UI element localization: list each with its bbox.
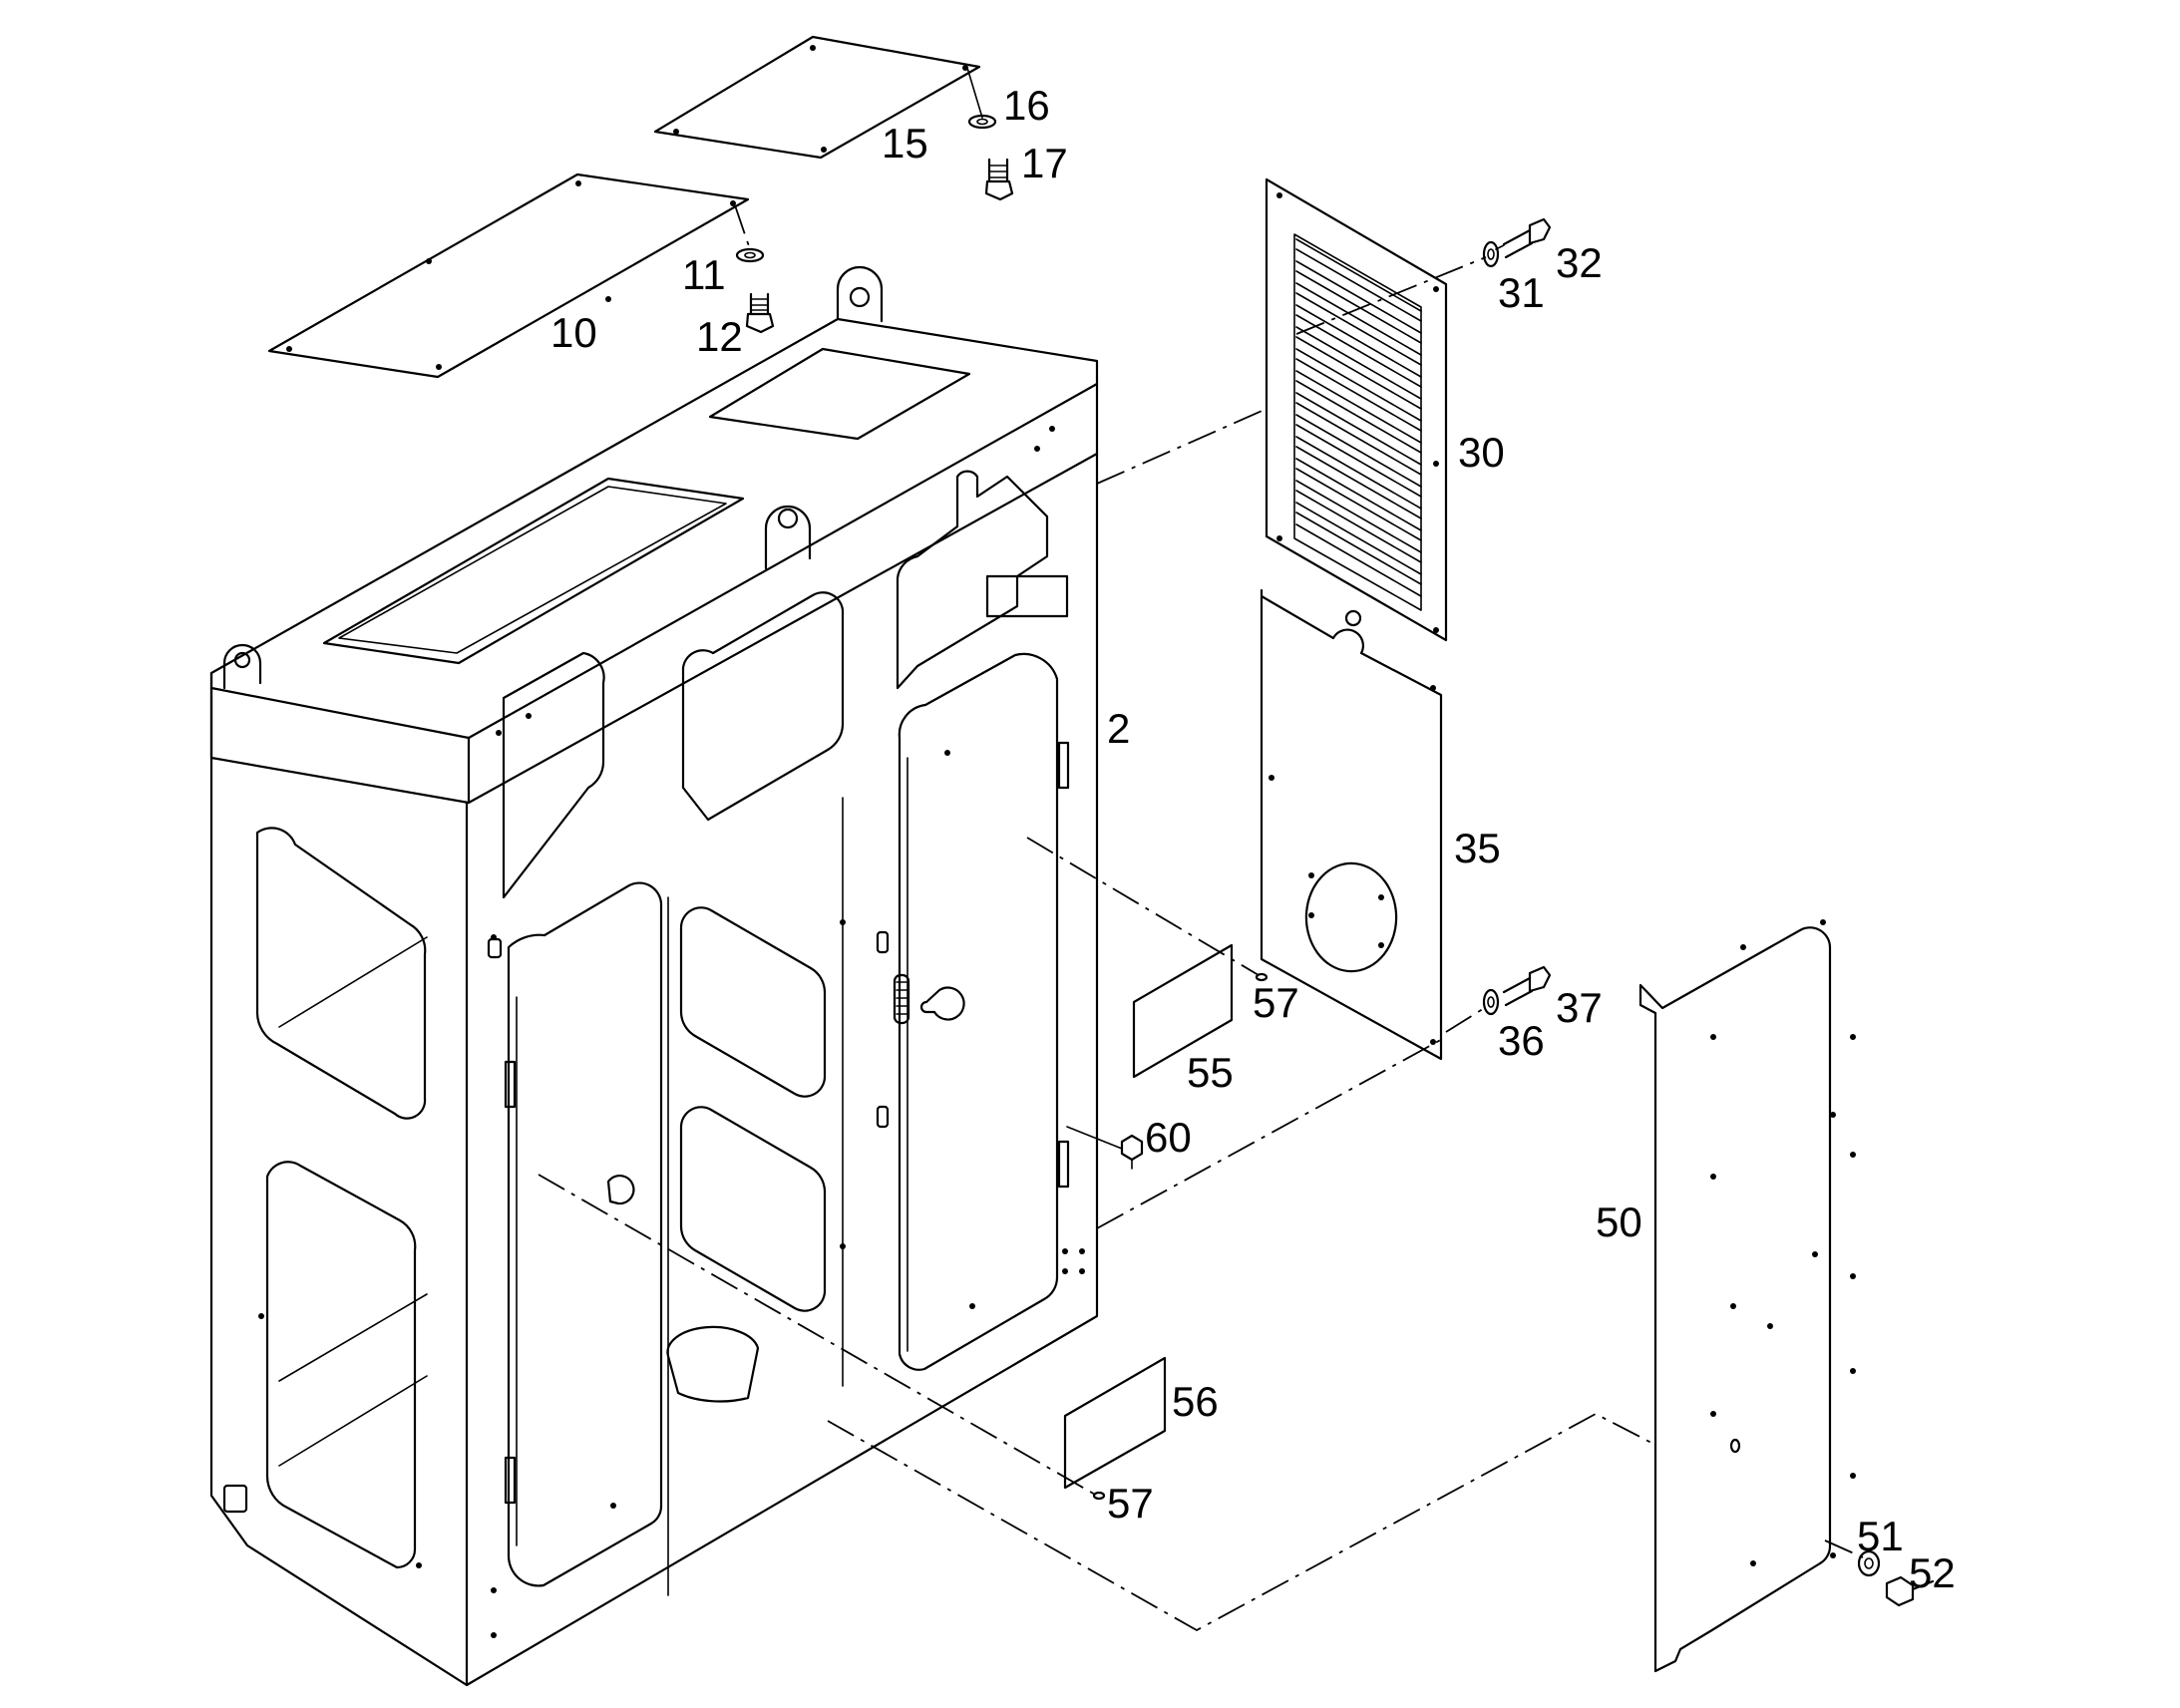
screw-57-lower (1092, 1491, 1106, 1501)
washer-36 (1482, 988, 1500, 1016)
callout-50: 50 (1596, 1198, 1642, 1245)
callout-55: 55 (1187, 1049, 1234, 1096)
callout-37: 37 (1556, 984, 1603, 1031)
top-cover-10 (267, 172, 750, 379)
callout-60: 60 (1145, 1114, 1192, 1161)
screw-57-upper (1255, 972, 1269, 982)
main-frame-2 (209, 265, 1099, 1687)
callout-10: 10 (550, 309, 597, 356)
callout-2: 2 (1107, 705, 1130, 752)
small-cover-56 (1063, 1356, 1167, 1490)
bolt-32 (1502, 217, 1552, 259)
bolt-37 (1502, 965, 1552, 1007)
assembly-lines (538, 244, 1864, 1632)
bolt-52 (1885, 1575, 1935, 1607)
callout-57-lower: 57 (1107, 1480, 1154, 1527)
plug-60 (1066, 1126, 1144, 1170)
bolt-17 (984, 158, 1014, 201)
callout-17: 17 (1021, 140, 1068, 186)
washer-16 (966, 67, 997, 130)
callout-16: 16 (1003, 82, 1050, 129)
callout-51: 51 (1857, 1513, 1904, 1559)
callout-35: 35 (1454, 825, 1501, 871)
top-cover-15 (653, 35, 981, 160)
callout-52: 52 (1909, 1549, 1956, 1596)
small-cover-55 (1132, 943, 1234, 1079)
callout-32: 32 (1556, 239, 1603, 286)
bolt-12 (745, 292, 775, 334)
callout-31: 31 (1498, 269, 1545, 316)
callout-labels: 2 10 11 12 15 16 17 30 31 32 35 36 37 50… (550, 82, 1956, 1596)
callout-57-upper: 57 (1253, 979, 1299, 1026)
callout-12: 12 (696, 313, 743, 360)
washer-31 (1482, 240, 1500, 268)
louver-slats (1295, 238, 1422, 597)
side-panel-50 (1638, 919, 1856, 1673)
washer-11 (734, 204, 765, 263)
callout-30: 30 (1458, 429, 1505, 476)
washer-51 (1857, 1549, 1881, 1577)
callout-36: 36 (1498, 1017, 1545, 1064)
cover-plate-35 (1260, 588, 1443, 1061)
callout-56: 56 (1172, 1378, 1219, 1425)
callout-11: 11 (682, 251, 726, 298)
callout-15: 15 (882, 120, 928, 167)
louvered-panel-30 (1265, 177, 1448, 642)
